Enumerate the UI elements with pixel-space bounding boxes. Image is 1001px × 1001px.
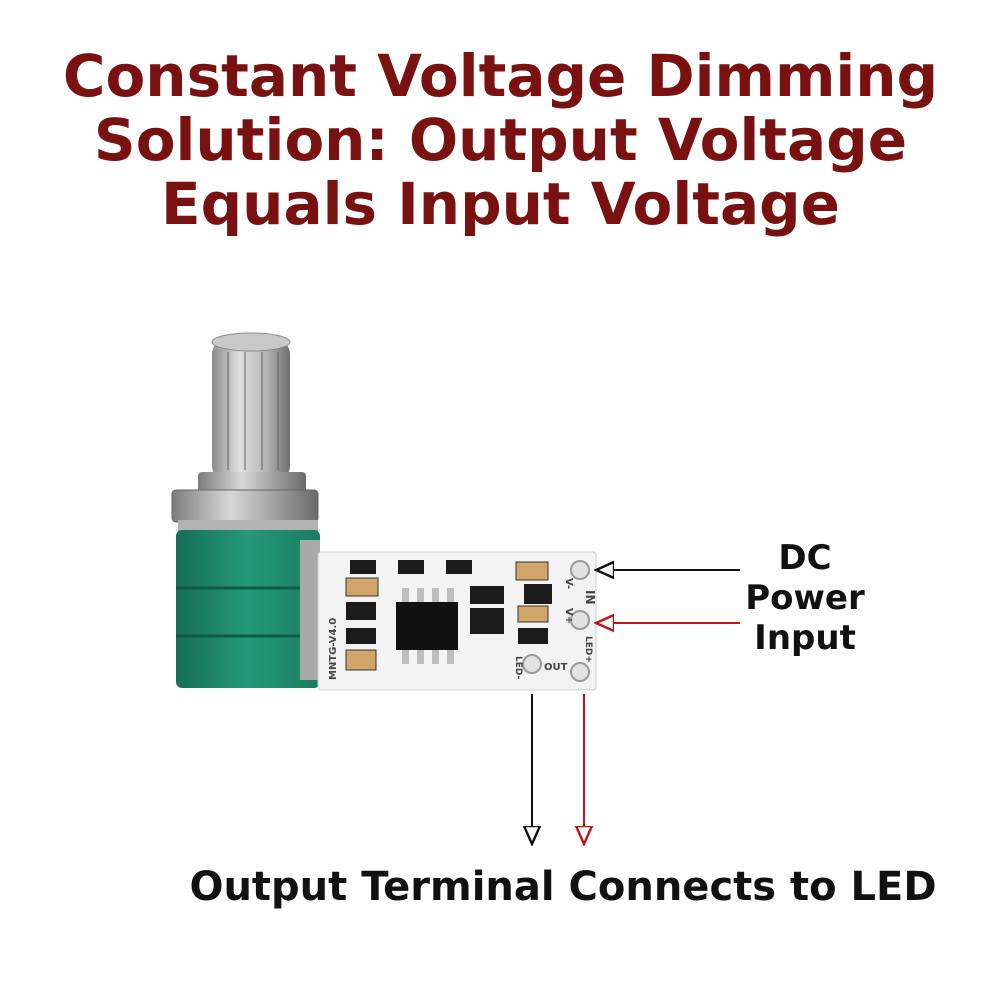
board-model-label: MNTG-V4.0 — [328, 618, 339, 680]
dc-label-line-1: DC — [778, 538, 832, 578]
potentiometer-nut — [171, 489, 319, 523]
dc-label-line-2: Power — [745, 578, 865, 618]
output-terminal-label: Output Terminal Connects to LED — [189, 864, 937, 910]
potentiometer-shaft — [212, 340, 290, 480]
headline-line-3: Equals Input Voltage — [161, 170, 840, 238]
silk-in: IN — [583, 590, 597, 605]
pad-v-minus — [570, 560, 590, 580]
pad-led-minus — [522, 654, 542, 674]
silk-v-minus: V- — [563, 578, 574, 589]
silk-led-plus: LED+ — [583, 636, 593, 663]
silk-v-plus: V+ — [563, 608, 574, 624]
headline: Constant Voltage Dimming Solution: Outpu… — [0, 44, 1001, 236]
pad-v-plus — [570, 610, 590, 630]
pad-led-plus — [570, 662, 590, 682]
main-ic — [396, 602, 458, 650]
dc-power-input-label: DC Power Input — [720, 538, 890, 658]
silk-out: OUT — [544, 662, 568, 673]
silk-led-minus: LED- — [513, 656, 523, 680]
headline-line-1: Constant Voltage Dimming — [62, 42, 939, 110]
headline-line-2: Solution: Output Voltage — [93, 106, 908, 174]
potentiometer-body — [176, 530, 320, 688]
potentiometer — [171, 332, 320, 688]
dc-label-line-3: Input — [754, 618, 856, 658]
pcb-board: MNTG-V4.0 V- V+ IN LED+ LED- OUT — [317, 551, 597, 691]
potentiometer-collar — [198, 472, 306, 494]
